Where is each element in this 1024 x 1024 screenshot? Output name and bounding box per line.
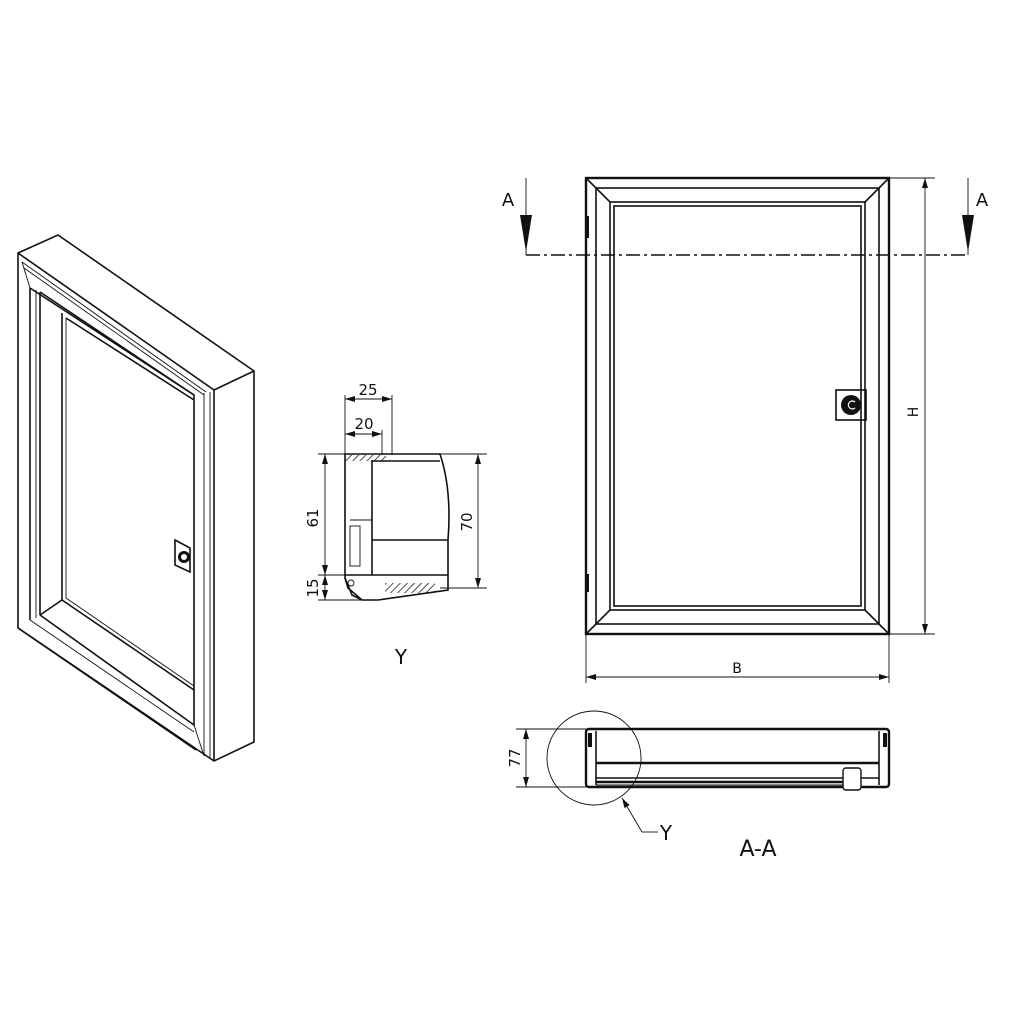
dim-15: 15 xyxy=(304,578,322,597)
section-view: 77 Y A-A xyxy=(506,710,891,862)
detail-y-view: 25 20 61 15 70 Y xyxy=(304,381,487,669)
lock-icon xyxy=(174,538,191,574)
dim-h: H xyxy=(906,407,922,418)
hinge-top xyxy=(586,216,589,238)
dim-61: 61 xyxy=(304,508,322,527)
detail-circle xyxy=(546,710,642,806)
lock-icon xyxy=(835,389,867,421)
section-marker-left: A xyxy=(502,190,515,211)
dim-77: 77 xyxy=(506,748,524,767)
section-label: A-A xyxy=(739,837,776,862)
section-marker-right: A xyxy=(976,190,989,211)
dim-25: 25 xyxy=(358,381,377,399)
detail-callout-y: Y xyxy=(659,821,673,845)
hinge-bottom xyxy=(586,574,589,592)
front-view: A A H B xyxy=(502,176,989,683)
isometric-view xyxy=(17,234,255,762)
dim-20: 20 xyxy=(354,415,373,433)
dim-70: 70 xyxy=(458,512,476,531)
dim-b: B xyxy=(732,661,742,677)
detail-y-label: Y xyxy=(394,645,408,669)
